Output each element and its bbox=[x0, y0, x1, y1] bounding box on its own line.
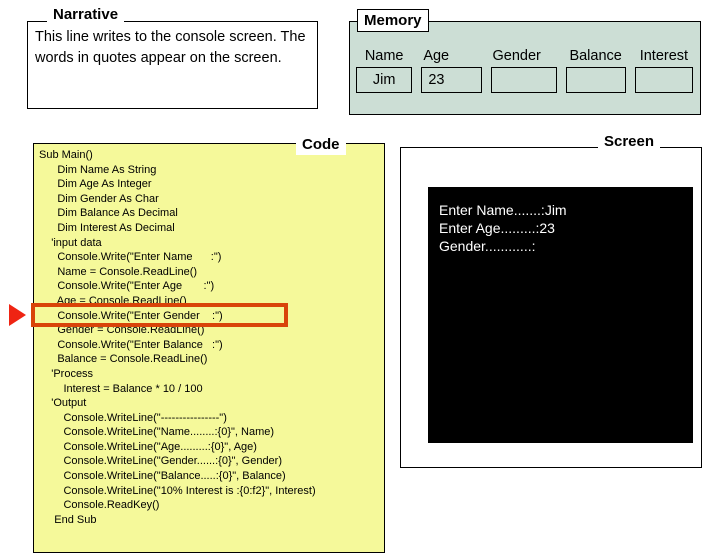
memory-variable-label: Balance bbox=[569, 48, 622, 64]
memory-variable-age: Age 23 bbox=[421, 48, 482, 93]
memory-variable-value[interactable] bbox=[634, 67, 694, 93]
current-line-arrow-icon bbox=[9, 304, 26, 326]
narrative-text: This line writes to the console screen. … bbox=[35, 29, 306, 66]
memory-variable-interest: Interest bbox=[634, 48, 694, 93]
code-label: Code bbox=[296, 134, 346, 155]
memory-variable-gender: Gender bbox=[490, 48, 557, 93]
memory-label: Memory bbox=[357, 9, 429, 32]
console-window[interactable]: Enter Name.......:Jim Enter Age.........… bbox=[428, 187, 693, 443]
memory-variable-value[interactable]: Jim bbox=[356, 67, 413, 93]
screen-top-rule bbox=[400, 147, 702, 148]
code-listing[interactable]: Sub Main() Dim Name As String Dim Age As… bbox=[39, 149, 316, 526]
memory-variable-list: Name Jim Age 23 Gender Balance Interest bbox=[356, 48, 702, 93]
console-output-text: Enter Name.......:Jim Enter Age.........… bbox=[439, 202, 567, 254]
code-panel bbox=[33, 143, 385, 553]
memory-variable-label: Interest bbox=[639, 48, 689, 64]
memory-variable-label: Gender bbox=[492, 48, 541, 64]
memory-variable-name: Name Jim bbox=[356, 48, 413, 93]
memory-variable-value[interactable] bbox=[565, 67, 626, 93]
current-line-highlight bbox=[31, 303, 288, 327]
narrative-label: Narrative bbox=[47, 4, 125, 25]
narrative-panel bbox=[27, 21, 318, 109]
memory-variable-label: Age bbox=[423, 48, 450, 64]
memory-variable-value[interactable] bbox=[490, 67, 557, 93]
memory-variable-balance: Balance bbox=[565, 48, 626, 93]
memory-variable-value[interactable]: 23 bbox=[421, 67, 482, 93]
screen-label: Screen bbox=[598, 131, 661, 152]
memory-variable-label: Name bbox=[364, 48, 404, 64]
narrative-top-rule bbox=[27, 21, 318, 22]
